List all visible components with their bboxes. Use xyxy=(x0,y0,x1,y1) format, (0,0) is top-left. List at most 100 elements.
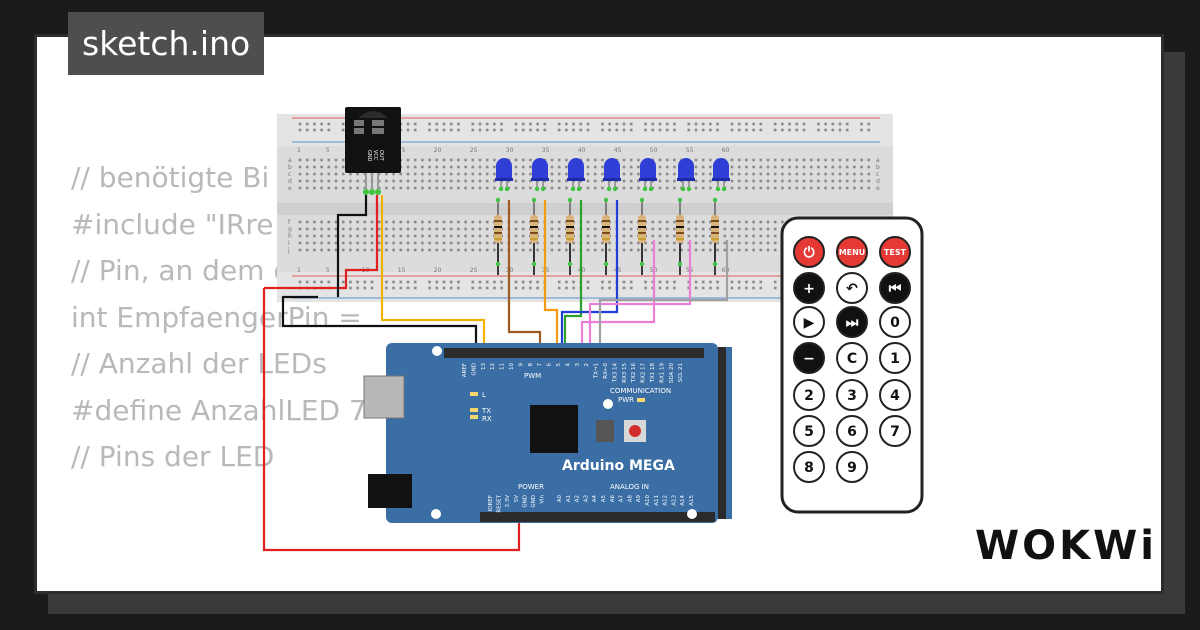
remote-button-label: 1 xyxy=(890,351,900,367)
led xyxy=(496,158,512,180)
pin-label: GND xyxy=(471,363,477,376)
wire-gray xyxy=(598,240,729,350)
remote-button[interactable] xyxy=(836,415,868,447)
led-tx-label: TX xyxy=(481,407,491,415)
remote-button-label: ⏭ xyxy=(846,315,859,331)
row-label: d xyxy=(288,178,292,185)
pin-label: A11 xyxy=(654,495,660,506)
remote-button-label: MENU xyxy=(839,248,866,257)
pin-label: A0 xyxy=(557,495,563,503)
remote-button-label: TEST xyxy=(884,248,907,257)
led-l-label: L xyxy=(482,391,486,399)
pin-label: 5V xyxy=(514,495,520,502)
pin-label: A6 xyxy=(610,495,616,503)
pwr-label: PWR xyxy=(618,396,634,404)
pin-label: TX2 16 xyxy=(631,363,637,384)
remote-button[interactable] xyxy=(793,379,825,411)
pin-label: 9 xyxy=(518,363,524,367)
remote-button[interactable] xyxy=(793,415,825,447)
wire-black xyxy=(336,195,368,297)
remote-button[interactable] xyxy=(879,342,911,374)
power-label: POWER xyxy=(518,483,544,491)
remote-button[interactable] xyxy=(836,236,868,268)
pin-label: RX←0 xyxy=(603,363,609,379)
led xyxy=(532,158,548,180)
row-label: j xyxy=(287,247,290,254)
remote-button-label: − xyxy=(803,351,815,367)
row-label: b xyxy=(876,164,880,171)
column-number: 25 xyxy=(470,147,478,154)
wokwi-logo: WOKWi xyxy=(975,523,1157,569)
remote-button-label: 5 xyxy=(804,424,814,440)
remote-button[interactable] xyxy=(793,306,825,338)
arduino-mega: Arduino MEGA PWM COMMUNICATION POWER ANA… xyxy=(363,343,732,523)
pin-label: A15 xyxy=(689,495,695,506)
led xyxy=(568,158,584,180)
row-label: c xyxy=(876,171,879,178)
remote-button-label: ⏮ xyxy=(889,281,902,297)
column-number: 20 xyxy=(434,267,442,274)
ir-pin-label: GND xyxy=(366,150,372,162)
pin-label: GND xyxy=(531,495,537,508)
wire-red xyxy=(264,195,379,290)
led xyxy=(604,158,620,180)
pin-label: A14 xyxy=(680,495,686,506)
led-rx-label: RX xyxy=(482,415,492,423)
remote-button[interactable] xyxy=(836,379,868,411)
remote-button[interactable] xyxy=(793,236,825,268)
row-label: a xyxy=(288,157,292,164)
remote-button-label: C xyxy=(847,351,857,367)
communication-label: COMMUNICATION xyxy=(610,387,671,395)
column-number: 30 xyxy=(506,147,514,154)
pin-label: RX2 17 xyxy=(641,363,647,383)
pin-label: RESET xyxy=(497,494,503,512)
row-label: f xyxy=(288,219,291,226)
led xyxy=(640,158,656,180)
remote-button-label: 2 xyxy=(804,388,814,404)
pwm-label: PWM xyxy=(524,372,541,380)
row-label: b xyxy=(288,164,292,171)
remote-button[interactable] xyxy=(836,342,868,374)
ir-pin-label: VCC xyxy=(372,150,378,161)
remote-button[interactable] xyxy=(879,415,911,447)
pin-label: RX3 15 xyxy=(622,363,628,383)
remote-button[interactable] xyxy=(793,451,825,483)
remote-button-label: 3 xyxy=(847,388,857,404)
remote-button[interactable] xyxy=(793,342,825,374)
remote-button-label: 9 xyxy=(847,460,857,476)
remote-button[interactable] xyxy=(879,306,911,338)
remote-button[interactable] xyxy=(836,272,868,304)
wire-pink xyxy=(588,240,692,350)
remote-button[interactable] xyxy=(879,272,911,304)
file-name-tab[interactable]: sketch.ino xyxy=(68,12,265,75)
pin-label: A10 xyxy=(645,495,651,506)
leds xyxy=(495,158,730,192)
code-line: #include "IRre xyxy=(71,207,274,241)
row-label: i xyxy=(288,240,290,247)
column-number: 15 xyxy=(398,267,406,274)
pin-label: TX1 18 xyxy=(650,363,656,384)
pin-label: A1 xyxy=(566,495,572,502)
remote-button-label: ▶ xyxy=(804,315,815,331)
remote-button[interactable] xyxy=(836,306,868,338)
remote-button-label: ↶ xyxy=(846,281,858,297)
pin-label: A5 xyxy=(601,495,607,503)
column-number: 55 xyxy=(686,147,694,154)
wires xyxy=(262,195,729,552)
board-name: Arduino MEGA xyxy=(562,458,675,474)
row-label: a xyxy=(876,157,880,164)
column-number: 1 xyxy=(297,147,301,154)
row-label: d xyxy=(876,178,880,185)
remote-button[interactable] xyxy=(836,451,868,483)
remote-button[interactable] xyxy=(879,236,911,268)
column-number: 60 xyxy=(722,147,730,154)
remote-button[interactable] xyxy=(879,379,911,411)
pin-label: 3 xyxy=(575,363,581,367)
pin-label: 2 xyxy=(584,363,590,367)
column-number: 5 xyxy=(326,267,330,274)
row-label: h xyxy=(288,233,292,240)
pin-label: RX1 19 xyxy=(659,363,665,383)
remote-button[interactable] xyxy=(793,272,825,304)
